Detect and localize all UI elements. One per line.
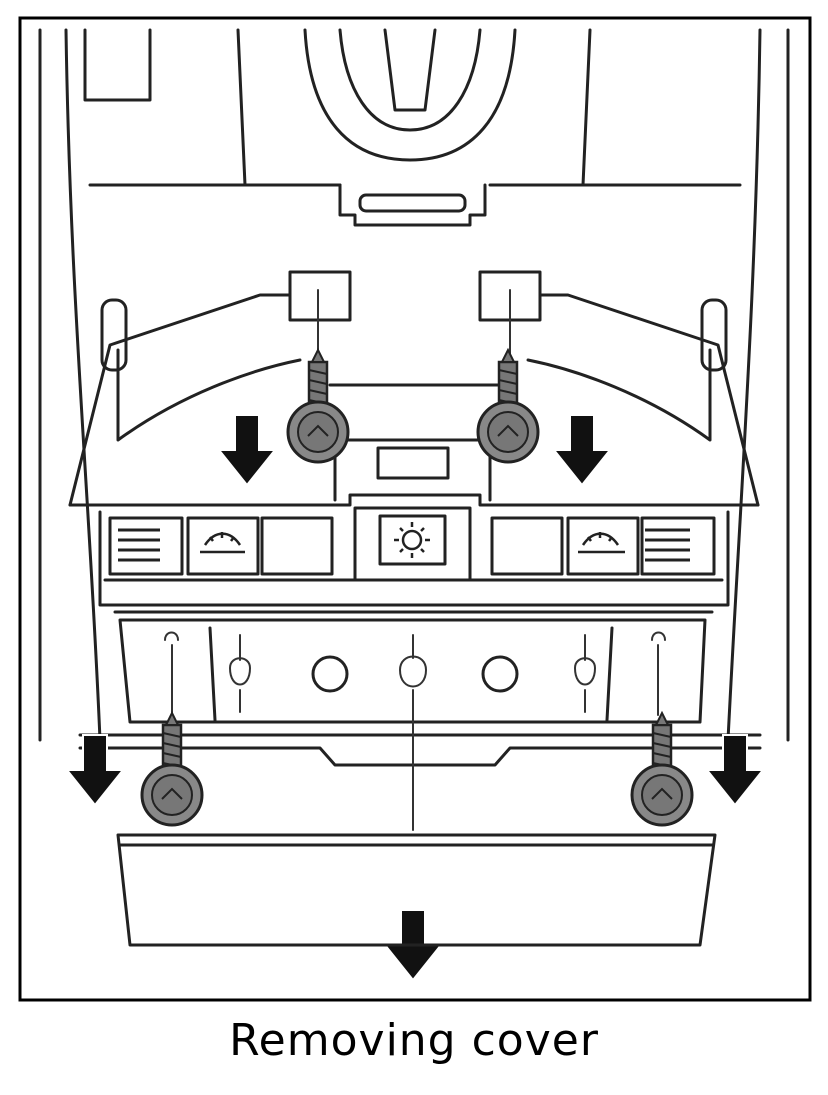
speaker-grille-icon (108, 516, 184, 576)
mounting-plate (78, 610, 762, 767)
button-strip (98, 506, 730, 607)
screw-guide-lines (171, 289, 659, 831)
figure-caption: Removing cover (229, 1015, 599, 1066)
headliner-background (38, 28, 790, 742)
cover-panel (116, 833, 717, 947)
map-light-icon (200, 532, 245, 554)
interior-light-icon (394, 522, 430, 558)
console-housing (68, 270, 760, 507)
